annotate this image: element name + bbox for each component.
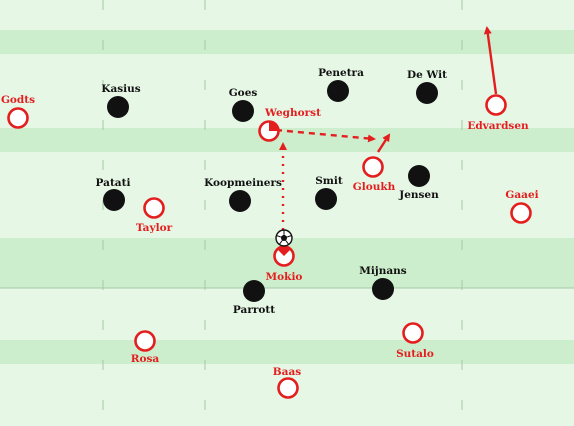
player-rosa: Rosa <box>131 330 160 365</box>
player-label: Jensen <box>398 189 439 201</box>
player-label: Baas <box>273 366 301 378</box>
player-sutalo: Sutalo <box>396 322 434 360</box>
weghorst-pass-arrow <box>275 128 376 143</box>
gloukh-run-arrow <box>376 133 391 153</box>
player-goes: Goes <box>229 87 258 122</box>
player-mokio: Mokio <box>266 245 303 283</box>
player-label: Patati <box>96 177 131 189</box>
player-kasius: Kasius <box>101 83 141 118</box>
player-direction-wedge <box>277 246 291 256</box>
player-weghorst: Weghorst <box>258 107 321 142</box>
movement-arrows <box>275 26 498 246</box>
player-jensen: Jensen <box>398 165 439 201</box>
player-label: Koopmeiners <box>204 177 282 189</box>
player-label: Taylor <box>136 222 173 234</box>
player-label: Penetra <box>318 67 364 79</box>
player-label: Gaaei <box>505 189 538 201</box>
player-parrott: Parrott <box>233 280 275 316</box>
player-label: Godts <box>1 94 35 106</box>
player-mijnans: Mijnans <box>359 265 407 300</box>
player-taylor: Taylor <box>136 197 173 234</box>
player-gloukh: Gloukh <box>353 156 396 193</box>
player-baas: Baas <box>273 366 301 399</box>
player-label: Goes <box>229 87 258 99</box>
player-label: Rosa <box>131 353 160 365</box>
player-patati: Patati <box>96 177 131 211</box>
player-de-wit: De Wit <box>407 69 447 104</box>
player-edvardsen: Edvardsen <box>467 94 529 132</box>
team-red: Godts Weghorst Edvardsen Gloukh Taylor <box>1 94 539 399</box>
player-label: Mokio <box>266 271 303 283</box>
player-label: Parrott <box>233 304 275 316</box>
player-label: Kasius <box>101 83 140 95</box>
player-label: Gloukh <box>353 181 396 193</box>
player-label: Weghorst <box>264 107 321 119</box>
player-gaaei: Gaaei <box>505 189 539 224</box>
player-smit: Smit <box>315 175 343 210</box>
player-direction-wedge <box>269 121 279 131</box>
player-label: Mijnans <box>359 265 406 277</box>
team-black: Kasius Goes Penetra De Wit Patati Koopme… <box>96 67 448 316</box>
player-label: Edvardsen <box>467 120 529 132</box>
player-godts: Godts <box>1 94 35 129</box>
player-label: De Wit <box>407 69 447 81</box>
football-icon <box>275 229 293 247</box>
player-penetra: Penetra <box>318 67 364 102</box>
player-koopmeiners: Koopmeiners <box>204 177 282 212</box>
edvardsen-run-arrow <box>483 26 498 95</box>
player-label: Sutalo <box>396 348 434 360</box>
player-label: Smit <box>315 175 343 187</box>
